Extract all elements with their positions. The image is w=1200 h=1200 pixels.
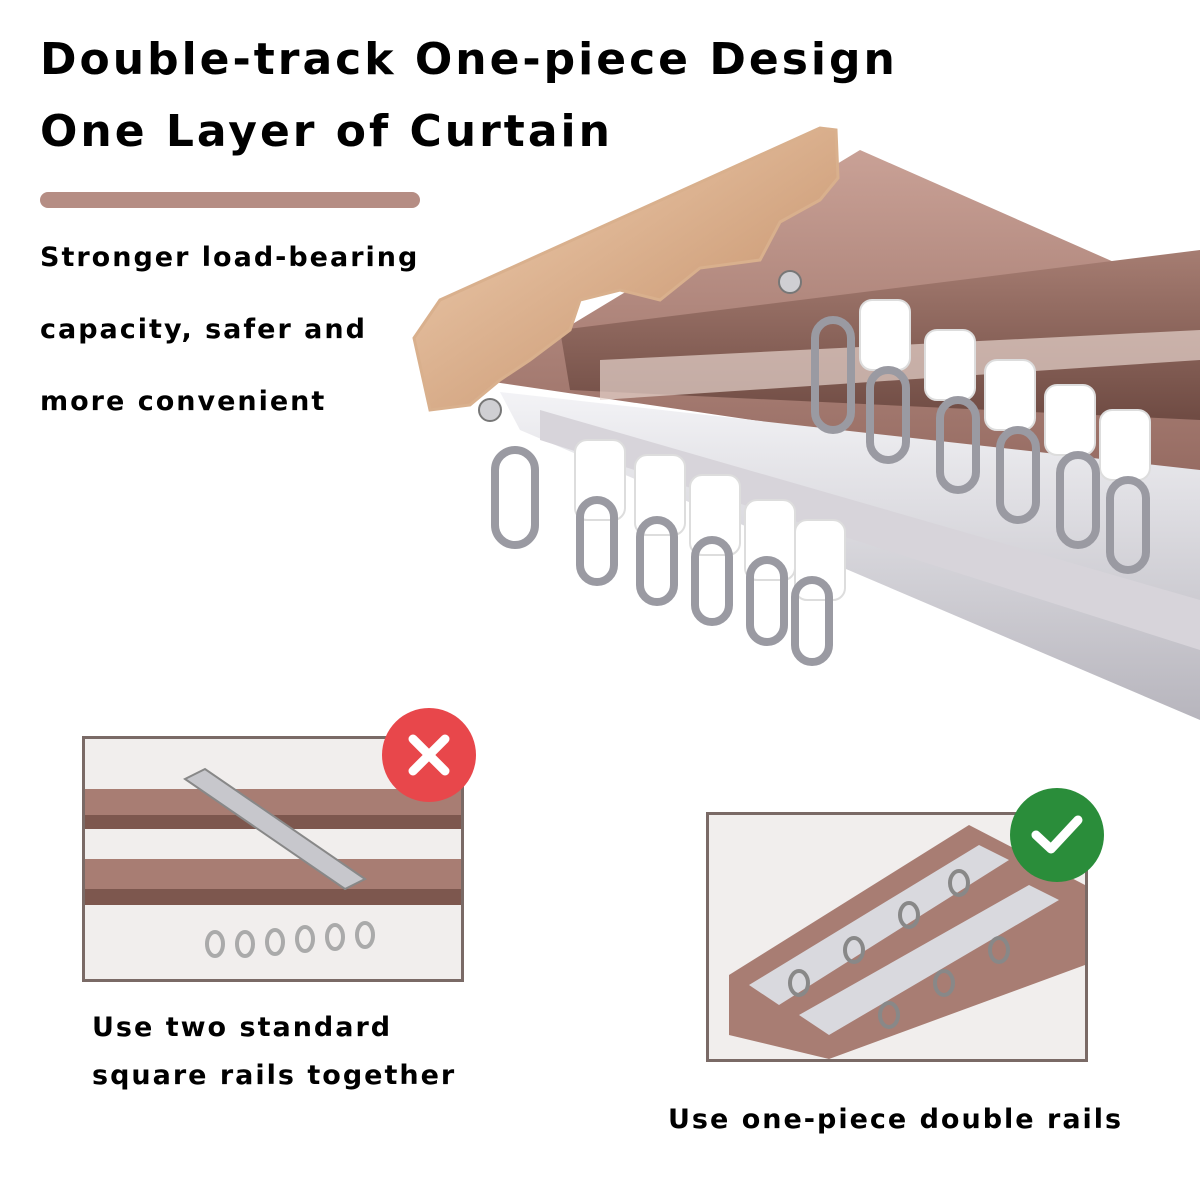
cross-icon (382, 708, 476, 802)
right-caption: Use one-piece double rails (668, 1104, 1124, 1135)
headline-line-1: Double-track One-piece Design (40, 34, 898, 85)
one-piece-rail-illustration (709, 815, 1085, 1059)
wrong-caption-line-1: Use two standard (92, 1012, 393, 1043)
double-rail-product-image (412, 126, 1200, 720)
one-piece-rail-photo-panel (706, 812, 1088, 1062)
description-line-2: capacity, safer and (40, 314, 367, 345)
description-line-3: more convenient (40, 386, 327, 417)
accent-divider (40, 192, 420, 208)
wrong-caption-line-2: square rails together (92, 1060, 457, 1091)
description-line-1: Stronger load-bearing (40, 242, 420, 273)
checkmark-icon (1010, 788, 1104, 882)
headline-line-2: One Layer of Curtain (40, 106, 613, 157)
